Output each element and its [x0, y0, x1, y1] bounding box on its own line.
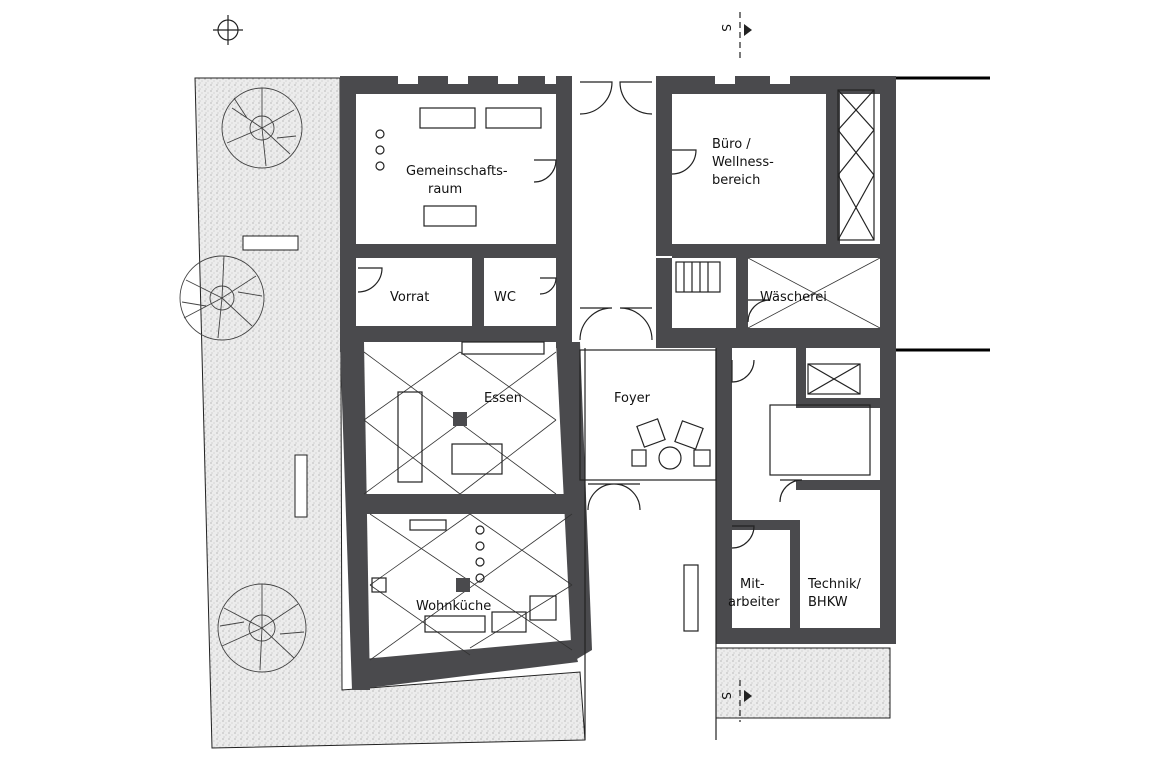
- exterior-walls: [340, 76, 896, 690]
- tree-icon: [221, 87, 303, 169]
- north-arrow-icon: [213, 15, 243, 45]
- section-marker: S: [719, 12, 752, 60]
- furniture: [371, 89, 875, 633]
- bench: [683, 564, 699, 632]
- column: [453, 412, 467, 426]
- room-label-essen: Essen: [484, 391, 522, 406]
- door-swings: [357, 81, 803, 549]
- room-label-vorrat: Vorrat: [390, 290, 429, 305]
- column: [456, 578, 470, 592]
- room-label-mitarbeiter: arbeiter: [728, 595, 780, 610]
- room-label-mitarbeiter: Mit-: [740, 577, 765, 592]
- room-label-technik: Technik/: [807, 577, 861, 592]
- room-label-wohnkueche: Wohnküche: [416, 599, 491, 614]
- room-label-buero: Wellness-: [712, 155, 774, 170]
- room-label-buero: Büro /: [712, 137, 751, 152]
- room-label-wc: WC: [494, 290, 516, 305]
- room-label-gemeinschaftsraum: raum: [428, 182, 462, 197]
- room-label-gemeinschaftsraum: Gemeinschafts-: [406, 164, 508, 179]
- garden-area: [194, 77, 891, 749]
- room-label-technik: BHKW: [808, 595, 848, 610]
- tree-icon: [217, 583, 307, 673]
- section-marker: S: [719, 680, 752, 722]
- tree-icon: [179, 255, 265, 341]
- svg-text:S: S: [719, 692, 733, 700]
- room-label-waescherei: Wäscherei: [760, 290, 827, 305]
- room-label-foyer: Foyer: [614, 391, 651, 406]
- room-label-buero: bereich: [712, 173, 760, 188]
- svg-text:S: S: [719, 24, 733, 32]
- foyer-room: [579, 349, 717, 481]
